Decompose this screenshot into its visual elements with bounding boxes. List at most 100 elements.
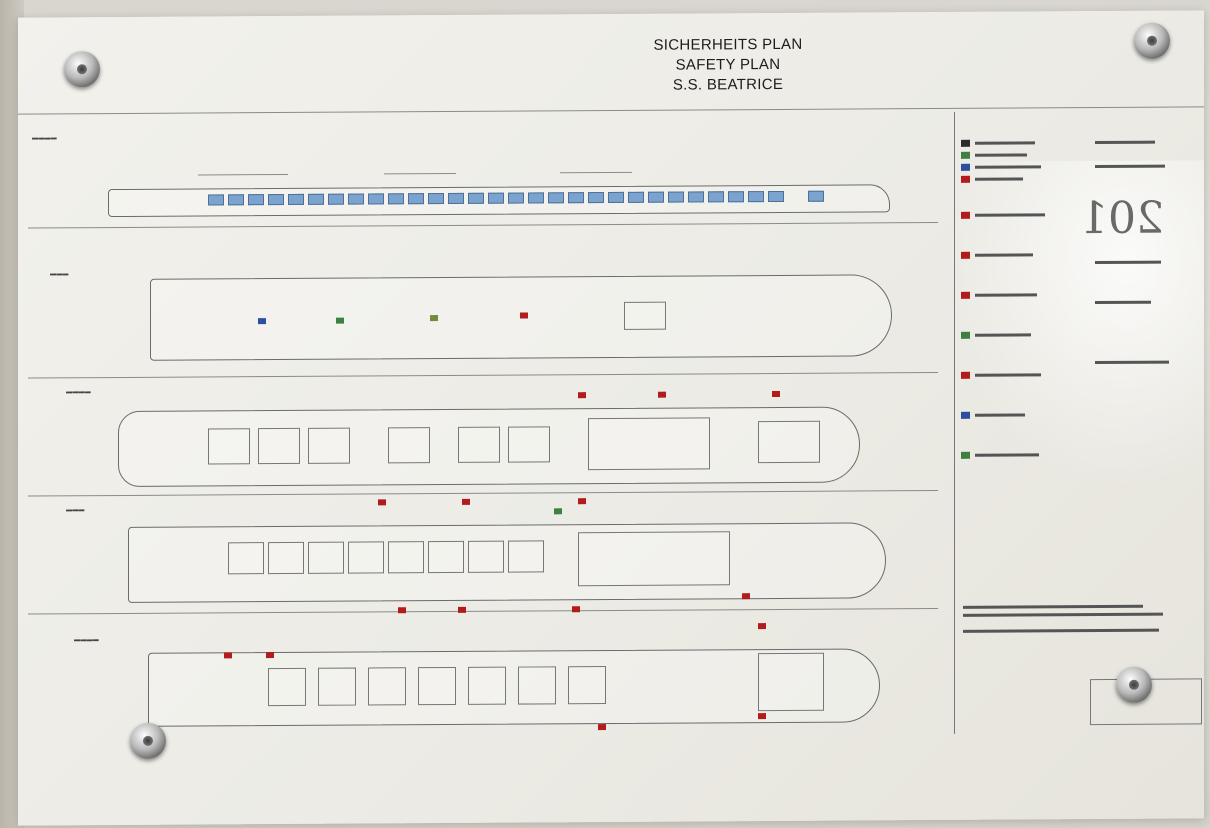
window	[408, 193, 424, 205]
sheet-divider-2	[28, 372, 938, 379]
window	[268, 193, 284, 206]
fire-symbol	[758, 713, 766, 720]
cabin	[468, 540, 504, 573]
ship-side-view	[108, 170, 898, 229]
fire-symbol	[266, 652, 274, 659]
legend-icon	[961, 211, 970, 219]
window	[728, 191, 744, 203]
first-aid-symbol	[554, 508, 562, 515]
legend-text	[963, 604, 1143, 609]
cabin	[368, 667, 406, 706]
lounge	[588, 417, 710, 471]
sun-deck-rail	[560, 171, 632, 174]
cabin	[228, 542, 264, 575]
legend-icon	[961, 331, 970, 339]
window	[508, 192, 524, 204]
cabin	[508, 426, 550, 463]
fire-symbol	[462, 498, 470, 505]
legend-text	[975, 141, 1035, 145]
lounge	[758, 420, 820, 464]
legend-icon	[961, 139, 970, 147]
legend-icon	[961, 175, 970, 183]
window	[208, 194, 224, 206]
window	[588, 192, 604, 204]
fire-symbol	[224, 652, 232, 659]
fire-symbol	[578, 392, 586, 399]
side-view-label: ▬▬▬▬	[32, 135, 57, 142]
legend-text	[1095, 300, 1151, 305]
cabin	[388, 427, 430, 464]
window	[388, 193, 404, 205]
window	[548, 192, 564, 204]
bottom-left-bolt	[130, 722, 166, 759]
legend-text	[975, 453, 1039, 457]
engine-room	[758, 652, 824, 712]
window	[528, 192, 544, 204]
muster-symbol	[520, 312, 528, 319]
window	[368, 193, 384, 205]
legend-icon	[961, 451, 970, 459]
plan-title: SICHERHEITS PLAN SAFETY PLAN S.S. BEATRI…	[578, 34, 878, 96]
cabin	[208, 428, 250, 465]
window	[648, 191, 664, 203]
sun-deck-rail	[198, 173, 288, 176]
fire-symbol	[572, 606, 580, 613]
fire-symbol	[458, 606, 466, 613]
fire-symbol	[398, 607, 406, 614]
window	[708, 191, 724, 203]
window	[248, 194, 264, 206]
main-deck-label: ▬▬▬	[66, 507, 85, 514]
legend-icon	[961, 163, 970, 171]
window	[568, 192, 584, 204]
fire-symbol	[658, 391, 666, 398]
legend-text	[975, 373, 1041, 377]
cabin	[458, 426, 500, 463]
sheet-divider-4	[28, 608, 938, 615]
top-right-bolt	[1134, 22, 1170, 59]
cabin	[308, 427, 350, 464]
fire-symbol	[758, 623, 766, 630]
window	[228, 194, 244, 206]
legend-icon	[961, 251, 970, 259]
legend-text	[975, 253, 1033, 257]
legend-text	[963, 612, 1163, 617]
window	[668, 191, 684, 203]
fire-symbol	[578, 498, 586, 505]
restaurant	[578, 531, 730, 587]
cabin	[508, 540, 544, 573]
window	[748, 191, 764, 203]
cabin	[568, 666, 606, 705]
deck-number-reflection: 201	[1080, 192, 1164, 245]
top-left-bolt	[64, 51, 100, 88]
title-english: SAFETY PLAN	[675, 55, 781, 74]
legend-icon	[961, 291, 970, 299]
legend-text	[963, 628, 1159, 633]
fire-symbol	[772, 390, 780, 398]
ship-name: S.S. BEATRICE	[672, 75, 784, 94]
window	[328, 193, 344, 205]
legend-text	[1095, 360, 1169, 365]
window	[488, 192, 504, 204]
legend-icon	[961, 411, 970, 419]
cabin	[268, 541, 304, 575]
lower-deck-label: ▬▬▬▬	[74, 637, 99, 644]
window	[448, 192, 464, 204]
muster-symbol	[258, 318, 266, 325]
window	[468, 192, 484, 204]
legend-text	[975, 413, 1025, 417]
cabin	[418, 666, 456, 706]
fire-symbol	[378, 499, 386, 506]
window	[608, 191, 624, 204]
legend-icon	[961, 151, 970, 159]
cabin	[428, 540, 464, 574]
wheelhouse	[624, 301, 666, 330]
cabin	[258, 427, 300, 465]
legend-text	[1095, 260, 1161, 265]
cabin	[348, 541, 384, 574]
window	[288, 193, 304, 205]
window	[628, 191, 644, 203]
cabin	[308, 541, 344, 574]
legend-icon	[961, 371, 970, 379]
window	[768, 190, 784, 203]
legend-text	[1095, 140, 1155, 145]
